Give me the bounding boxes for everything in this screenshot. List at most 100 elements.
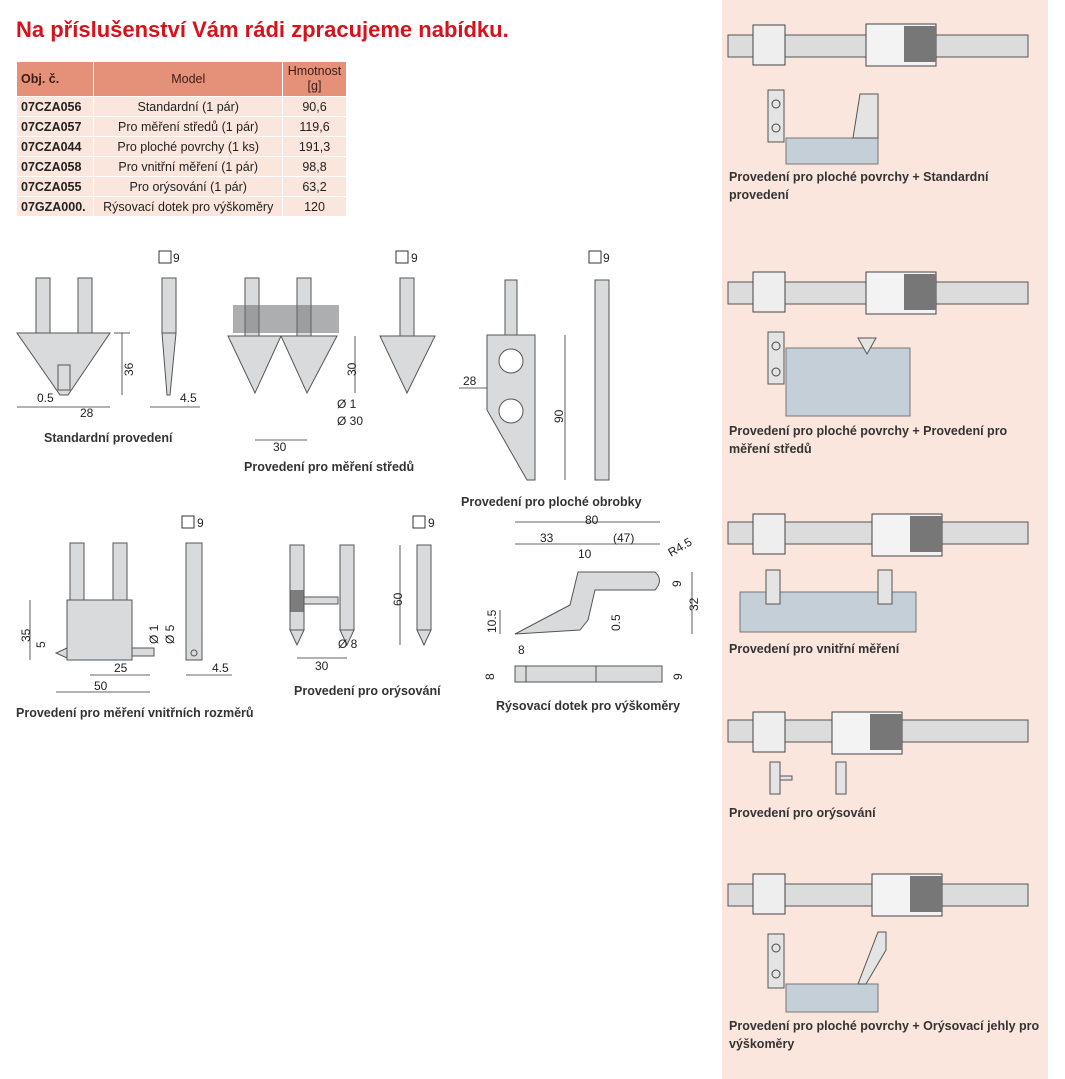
table-row: 07GZA000. Rýsovací dotek pro výškoměry 1… — [15, 196, 347, 217]
dim-l80: 80 — [585, 513, 599, 527]
caliper-display-unit — [904, 26, 936, 62]
side-profile-tip — [161, 332, 177, 396]
dim-h5: 5 — [34, 641, 48, 648]
dim-h32: 32 — [687, 597, 701, 611]
scribe-jaw — [769, 761, 781, 795]
dim-w50: 50 — [94, 679, 108, 693]
inner-pin — [131, 647, 155, 657]
cell-model: Pro vnitřní měření (1 pár) — [93, 156, 283, 177]
table-row: 07CZA044 Pro ploché povrchy (1 ks) 191,3 — [15, 136, 347, 157]
dim-height: 90 — [552, 409, 566, 423]
illustration-inner — [727, 513, 1029, 633]
dim-t9: 9 — [671, 673, 685, 680]
scriber-body — [514, 571, 660, 635]
dim-r45: R4.5 — [665, 535, 694, 560]
cell-weight: 120 — [282, 196, 347, 217]
dim-l47: (47) — [613, 531, 634, 545]
cell-order-no: 07CZA058 — [15, 156, 95, 177]
flat-jaw — [767, 933, 785, 989]
side-profile — [161, 277, 177, 334]
dim-square: 9 — [603, 251, 610, 265]
center-diagram: 9 30 Ø 1 Ø 30 30 — [227, 250, 436, 454]
caption-panel-1: Provedení pro ploché povrchy + Standardn… — [729, 170, 989, 202]
dim-d8: Ø 8 — [338, 637, 358, 651]
scribe-rod — [303, 596, 339, 605]
cell-model: Pro měření středů (1 pár) — [93, 116, 283, 137]
table-row: 07CZA058 Pro vnitřní měření (1 pár) 98,8 — [15, 156, 347, 177]
dim-d5: Ø 5 — [163, 624, 177, 644]
standard-jaw — [852, 93, 879, 139]
caliper-slider — [752, 271, 786, 313]
caption-inner: Provedení pro měření vnitřních rozměrů — [16, 706, 254, 720]
dim-h35: 35 — [19, 628, 33, 642]
scribe-tip — [339, 629, 355, 647]
scribe-finger — [289, 544, 305, 631]
scriber-point — [857, 931, 887, 985]
jaw-tip — [57, 364, 71, 391]
square-symbol — [395, 250, 409, 264]
dim-l33: 33 — [540, 531, 554, 545]
scribe-finger — [339, 544, 355, 631]
cell-model: Rýsovací dotek pro výškoměry — [93, 196, 283, 217]
page-headline: Na příslušenství Vám rádi zpracujeme nab… — [16, 17, 509, 42]
caption-panel-2: Provedení pro ploché povrchy + Provedení… — [729, 424, 1008, 456]
dim-d1: Ø 1 — [147, 624, 161, 644]
standard-diagram: 9 36 28 0.5 4.5 — [16, 250, 200, 420]
cell-weight: 191,3 — [282, 136, 347, 157]
caliper-display-unit — [910, 876, 942, 912]
center-hub — [233, 305, 339, 333]
dim-w8: 8 — [518, 643, 525, 657]
dim-t8: 8 — [483, 673, 497, 680]
table-row: 07CZA055 Pro orýsování (1 pár) 63,2 — [15, 176, 347, 197]
table-header-row: Obj. č. Model Hmotnost [g] — [15, 61, 347, 97]
cell-model: Standardní (1 pár) — [93, 96, 283, 117]
dim-d30: Ø 30 — [337, 414, 363, 428]
scriber-diagram: 80 33 (47) 10 R4.5 9 32 10.5 0.5 8 8 9 — [483, 513, 701, 683]
dim-square: 9 — [411, 251, 418, 265]
center-side-cone — [379, 335, 436, 395]
cell-order-no: 07CZA057 — [15, 116, 95, 137]
dim-l10: 10 — [578, 547, 592, 561]
caliper-display-unit — [910, 516, 942, 552]
dim-tip: 0.5 — [37, 391, 54, 405]
dim-square: 9 — [197, 516, 204, 530]
dim-h105: 10.5 — [485, 609, 499, 633]
cell-weight: 90,6 — [282, 96, 347, 117]
illustration-scribe — [727, 711, 1029, 795]
cell-model: Pro ploché povrchy (1 ks) — [93, 136, 283, 157]
caption-panel-3: Provedení pro vnitřní měření — [729, 642, 900, 656]
cell-weight: 63,2 — [282, 176, 347, 197]
caption-panel-4: Provedení pro orýsování — [729, 806, 876, 820]
illustration-flat-standard — [727, 23, 1029, 165]
dim-width: 30 — [273, 440, 287, 454]
dim-h9: 9 — [670, 580, 684, 587]
inner-tip — [54, 647, 68, 659]
cell-model: Pro orýsování (1 pár) — [93, 176, 283, 197]
inner-side — [185, 542, 203, 661]
flat-hole — [498, 398, 524, 424]
dim-height: 36 — [122, 362, 136, 376]
jaw-finger — [77, 277, 93, 334]
caption-scribe: Provedení pro orýsování — [294, 684, 441, 698]
caliper-slider — [752, 873, 786, 915]
flat-stem — [504, 279, 518, 336]
illustration-flat-center — [727, 271, 1029, 417]
caption-flat: Provedení pro ploché obrobky — [461, 495, 642, 509]
scribe-tip — [289, 629, 305, 647]
scribe-jaw — [835, 761, 847, 795]
center-side-finger — [399, 277, 415, 337]
jaw-body — [16, 332, 111, 396]
cell-weight: 98,8 — [282, 156, 347, 177]
flat-jaw — [767, 89, 785, 143]
cell-order-no: 07GZA000. — [15, 196, 95, 217]
flat-diagram: 9 28 90 — [459, 250, 610, 481]
dim-h05: 0.5 — [609, 614, 623, 631]
flat-side — [594, 279, 610, 481]
workpiece — [785, 983, 879, 1013]
illustration-flat-scriber — [727, 873, 1029, 1013]
table-row: 07CZA057 Pro měření středů (1 pár) 119,6 — [15, 116, 347, 137]
center-cone — [280, 335, 338, 395]
cell-order-no: 07CZA055 — [15, 176, 95, 197]
scriber-topview — [514, 665, 663, 683]
inner-diagram: 9 35 5 Ø 1 Ø 5 25 50 4.5 — [19, 515, 232, 693]
